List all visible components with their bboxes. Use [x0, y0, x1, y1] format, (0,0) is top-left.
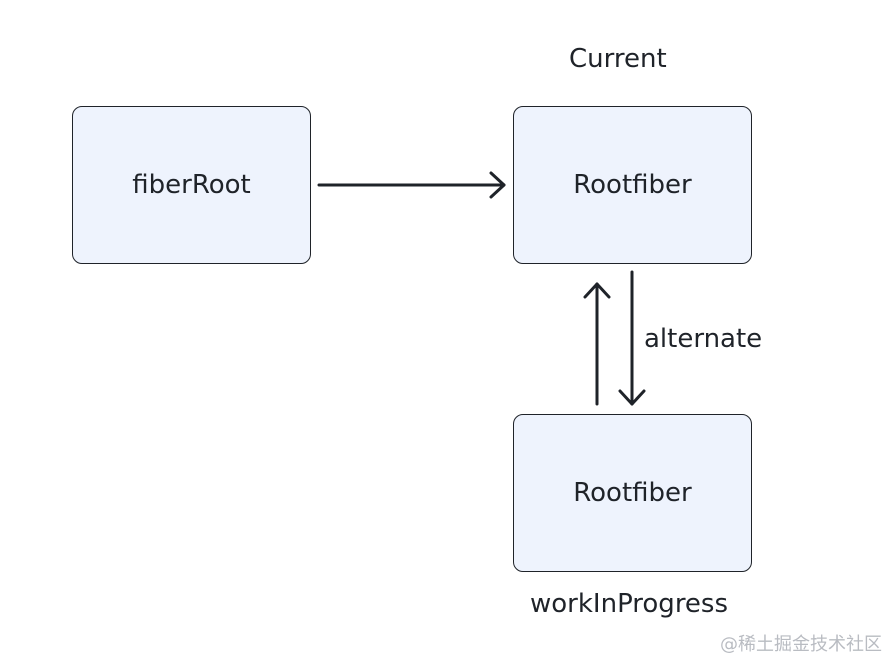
- arrowhead: [618, 389, 646, 406]
- edge-wip-to-current: [583, 282, 611, 406]
- current-rootfiber-label: Rootfiber: [573, 170, 692, 200]
- edge-fiberroot-to-current: [317, 171, 506, 199]
- wip-rootfiber-label: Rootfiber: [573, 478, 692, 508]
- fiber-root-node: fiberRoot: [72, 106, 311, 264]
- arrowhead: [583, 282, 611, 299]
- arrowhead: [489, 171, 506, 199]
- current-rootfiber-node: Rootfiber: [513, 106, 752, 264]
- wip-rootfiber-node: Rootfiber: [513, 414, 752, 572]
- work-in-progress-label: workInProgress: [530, 589, 729, 619]
- alternate-label: alternate: [644, 324, 763, 354]
- fiber-root-label: fiberRoot: [132, 170, 251, 200]
- edge-current-to-wip-alternate: [618, 270, 646, 406]
- current-label: Current: [569, 44, 667, 74]
- watermark: @稀土掘金技术社区: [720, 634, 882, 655]
